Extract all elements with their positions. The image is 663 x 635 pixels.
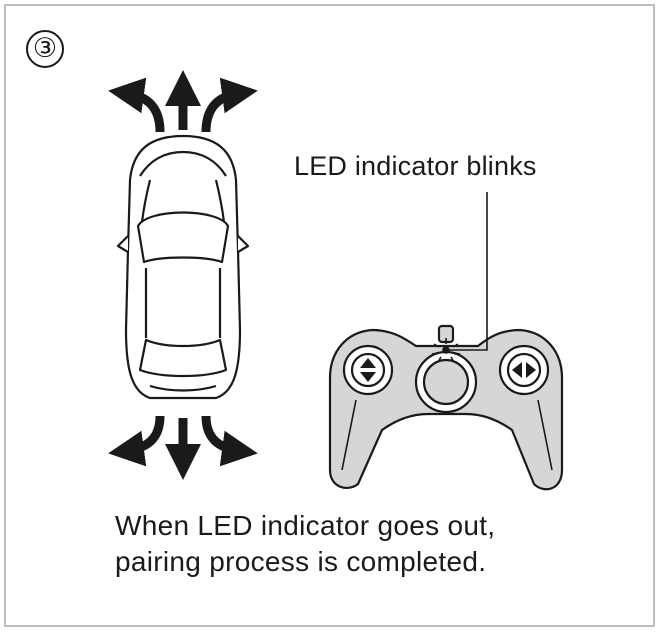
- led-pointer-line: [449, 192, 488, 351]
- forward-arrows-icon: [108, 70, 258, 133]
- forward-right-arrow-icon: [201, 77, 258, 133]
- remote-controller-icon: [328, 324, 564, 491]
- step-number-badge: ③: [26, 30, 64, 68]
- led-indicator-label: LED indicator blinks: [294, 151, 537, 181]
- pairing-caption: When LED indicator goes out, pairing pro…: [115, 508, 495, 580]
- backward-left-arrow-icon: [108, 415, 165, 467]
- backward-arrows-icon: [108, 415, 258, 480]
- backward-right-arrow-icon: [201, 415, 258, 467]
- led-blink-icon: [431, 338, 461, 363]
- caption-line-2: pairing process is completed.: [115, 546, 487, 577]
- car-top-view-icon: [116, 134, 250, 400]
- forward-left-arrow-icon: [108, 77, 165, 133]
- caption-line-1: When LED indicator goes out,: [115, 510, 496, 541]
